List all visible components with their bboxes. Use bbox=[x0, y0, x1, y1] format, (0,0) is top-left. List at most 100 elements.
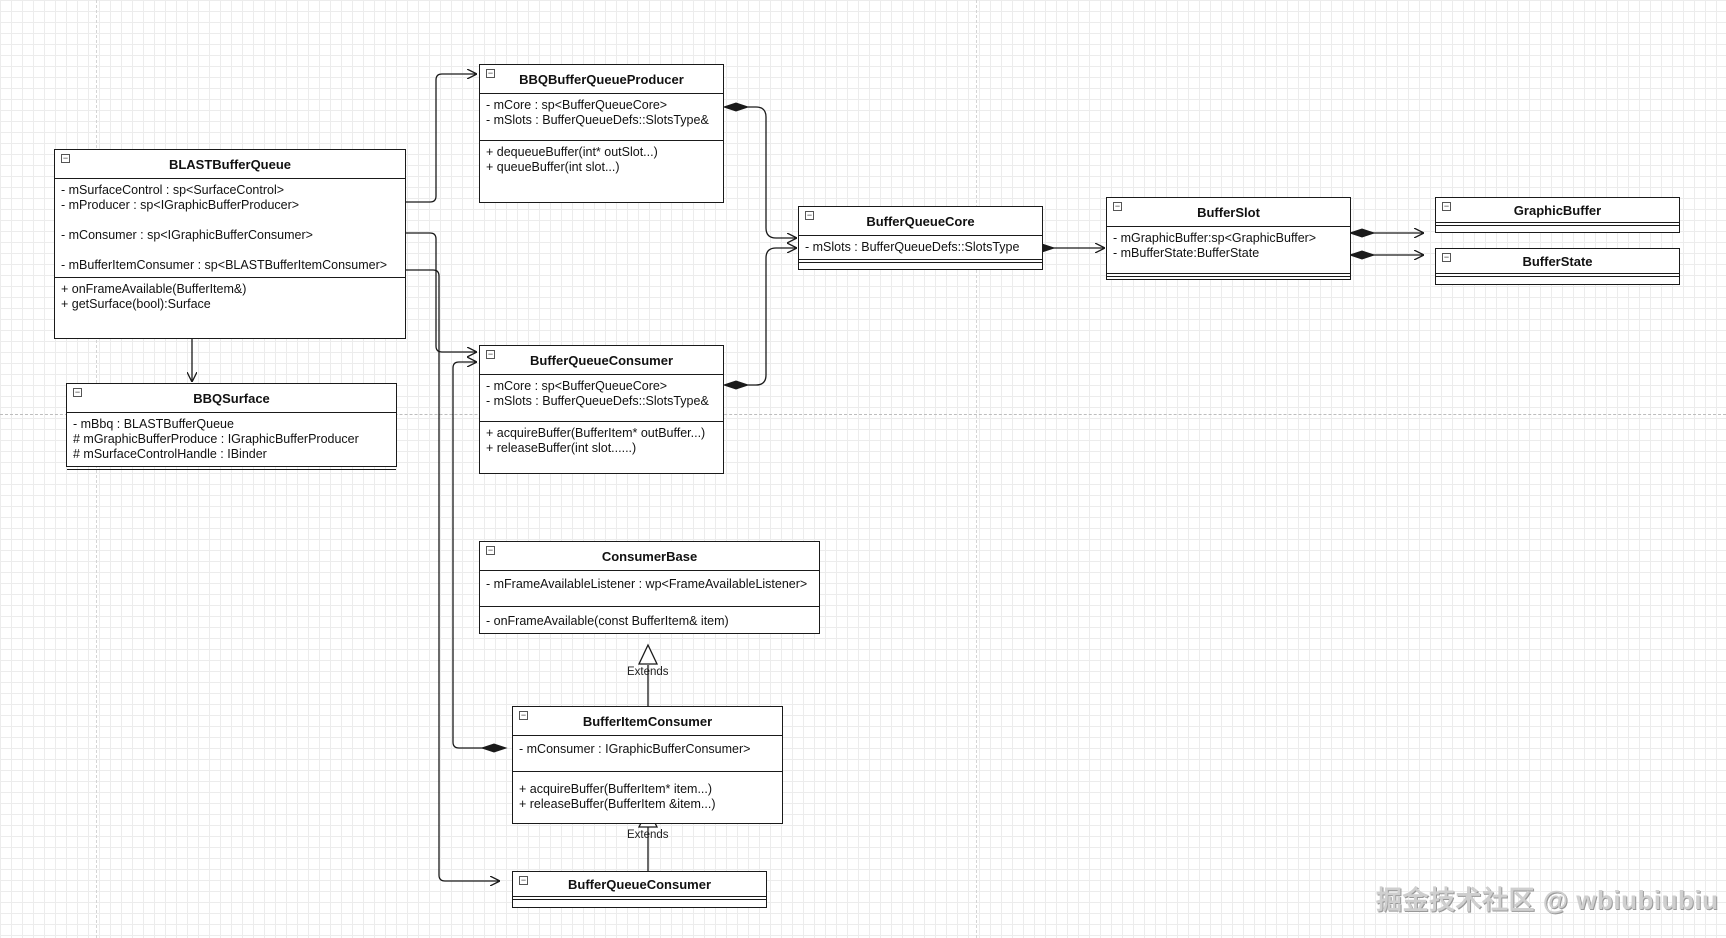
class-header: − BufferItemConsumer bbox=[513, 707, 782, 736]
class-bufferqueueconsumer[interactable]: − BufferQueueConsumer - mCore : sp<Buffe… bbox=[479, 345, 724, 474]
operation-row: + acquireBuffer(BufferItem* item...) bbox=[519, 782, 713, 796]
composition-diamond bbox=[480, 743, 508, 753]
collapse-icon[interactable]: − bbox=[1442, 201, 1451, 211]
attribute-row: - mConsumer : IGraphicBufferConsumer> bbox=[519, 742, 751, 756]
class-title: BBQSurface bbox=[193, 390, 270, 406]
attributes-section: - mGraphicBuffer:sp<GraphicBuffer> - mBu… bbox=[1107, 227, 1350, 277]
class-header: − BBQSurface bbox=[67, 384, 396, 413]
class-blastbufferqueue[interactable]: − BLASTBufferQueue - mSurfaceControl : s… bbox=[54, 149, 406, 339]
class-title: ConsumerBase bbox=[601, 548, 698, 564]
page-break-guide bbox=[976, 0, 977, 938]
attributes-section: - mConsumer : IGraphicBufferConsumer> bbox=[513, 736, 782, 772]
class-title: BufferItemConsumer bbox=[582, 713, 713, 729]
class-title: BBQBufferQueueProducer bbox=[519, 71, 684, 87]
class-title: BLASTBufferQueue bbox=[168, 156, 292, 172]
class-bufferqueuecore[interactable]: − BufferQueueCore - mSlots : BufferQueue… bbox=[798, 206, 1043, 270]
operation-row: + onFrameAvailable(BufferItem&) bbox=[61, 282, 247, 296]
composition-connector bbox=[748, 248, 797, 386]
operation-row: + releaseBuffer(int slot......) bbox=[486, 441, 637, 455]
attribute-row: - mBbq : BLASTBufferQueue bbox=[73, 417, 234, 431]
operation-row: + dequeueBuffer(int* outSlot...) bbox=[486, 145, 658, 159]
attribute-row: - mSlots : BufferQueueDefs::SlotsType& bbox=[486, 113, 709, 127]
operation-row: - onFrameAvailable(const BufferItem& ite… bbox=[486, 614, 729, 628]
class-bufferslot[interactable]: − BufferSlot - mGraphicBuffer:sp<Graphic… bbox=[1106, 197, 1351, 280]
collapse-icon[interactable]: − bbox=[486, 68, 495, 78]
operations-section: - onFrameAvailable(const BufferItem& ite… bbox=[480, 607, 819, 633]
collapse-icon[interactable]: − bbox=[486, 349, 495, 359]
composition-diamond bbox=[1348, 250, 1376, 260]
collapse-icon[interactable]: − bbox=[519, 875, 528, 885]
class-header: − GraphicBuffer bbox=[1436, 198, 1679, 226]
class-bufferitemconsumer[interactable]: − BufferItemConsumer - mConsumer : IGrap… bbox=[512, 706, 783, 824]
operations-section: + onFrameAvailable(BufferItem&) + getSur… bbox=[55, 278, 405, 316]
attributes-section: - mFrameAvailableListener : wp<FrameAvai… bbox=[480, 571, 819, 607]
class-header: − BufferQueueCore bbox=[799, 207, 1042, 236]
collapse-icon[interactable]: − bbox=[73, 387, 82, 397]
class-header: − BLASTBufferQueue bbox=[55, 150, 405, 179]
collapse-icon[interactable]: − bbox=[1113, 201, 1122, 211]
composition-diamond bbox=[722, 380, 750, 390]
watermark: 掘金技术社区 @ wbiubiubiu bbox=[1376, 885, 1719, 915]
class-header: − ConsumerBase bbox=[480, 542, 819, 571]
attribute-row: # mSurfaceControlHandle : IBinder bbox=[73, 447, 267, 461]
composition-diamond bbox=[722, 102, 750, 112]
attribute-row: - mProducer : sp<IGraphicBufferProducer> bbox=[61, 198, 300, 212]
attributes-section: - mCore : sp<BufferQueueCore> - mSlots :… bbox=[480, 375, 723, 422]
composition-diamond bbox=[1348, 228, 1376, 238]
operation-row: + acquireBuffer(BufferItem* outBuffer...… bbox=[486, 426, 706, 440]
collapse-icon[interactable]: − bbox=[519, 710, 528, 720]
class-graphicbuffer[interactable]: − GraphicBuffer bbox=[1435, 197, 1680, 233]
operation-row: + releaseBuffer(BufferItem &item...) bbox=[519, 797, 716, 811]
attribute-row: - mSurfaceControl : sp<SurfaceControl> bbox=[61, 183, 285, 197]
extends-label: Extends bbox=[627, 666, 669, 678]
class-bufferqueueconsumer-subclass[interactable]: − BufferQueueConsumer bbox=[512, 871, 767, 908]
attribute-row: - mSlots : BufferQueueDefs::SlotsType& bbox=[486, 394, 709, 408]
composition-connector bbox=[398, 74, 477, 203]
class-bbqbufferqueueproducer[interactable]: − BBQBufferQueueProducer - mCore : sp<Bu… bbox=[479, 64, 724, 203]
collapse-icon[interactable]: − bbox=[486, 545, 495, 555]
attributes-section: - mBbq : BLASTBufferQueue # mGraphicBuff… bbox=[67, 413, 396, 470]
class-header: − BBQBufferQueueProducer bbox=[480, 65, 723, 94]
operation-row: + getSurface(bool):Surface bbox=[61, 297, 211, 311]
class-title: BufferQueueConsumer bbox=[567, 876, 712, 892]
class-title: BufferQueueConsumer bbox=[529, 352, 674, 368]
attribute-row: - mBufferState:BufferState bbox=[1113, 246, 1260, 260]
composition-connector bbox=[398, 232, 477, 352]
attribute-row: - mGraphicBuffer:sp<GraphicBuffer> bbox=[1113, 231, 1317, 245]
collapse-icon[interactable]: − bbox=[61, 153, 70, 163]
class-header: − BufferQueueConsumer bbox=[480, 346, 723, 375]
operations-section: + acquireBuffer(BufferItem* outBuffer...… bbox=[480, 422, 723, 460]
attributes-section: - mCore : sp<BufferQueueCore> - mSlots :… bbox=[480, 94, 723, 141]
extends-label: Extends bbox=[627, 829, 669, 841]
collapse-icon[interactable]: − bbox=[1442, 252, 1451, 262]
class-header: − BufferSlot bbox=[1107, 198, 1350, 227]
attributes-section: - mSlots : BufferQueueDefs::SlotsType bbox=[799, 236, 1042, 263]
collapse-icon[interactable]: − bbox=[805, 210, 814, 220]
operations-section: + acquireBuffer(BufferItem* item...) + r… bbox=[513, 772, 782, 816]
attribute-row: - mFrameAvailableListener : wp<FrameAvai… bbox=[486, 577, 808, 591]
operation-row: + queueBuffer(int slot...) bbox=[486, 160, 620, 174]
composition-connector bbox=[452, 362, 494, 749]
attribute-row: - mConsumer : sp<IGraphicBufferConsumer> bbox=[61, 228, 313, 242]
class-consumerbase[interactable]: − ConsumerBase - mFrameAvailableListener… bbox=[479, 541, 820, 634]
class-title: GraphicBuffer bbox=[1513, 202, 1602, 218]
attributes-section: - mSurfaceControl : sp<SurfaceControl> -… bbox=[55, 179, 405, 278]
operations-section: + dequeueBuffer(int* outSlot...) + queue… bbox=[480, 141, 723, 179]
class-header: − BufferQueueConsumer bbox=[513, 872, 766, 900]
attribute-row: # mGraphicBufferProduce : IGraphicBuffer… bbox=[73, 432, 359, 446]
class-title: BufferSlot bbox=[1197, 204, 1260, 220]
class-title: BufferQueueCore bbox=[866, 213, 975, 229]
attribute-row: - mCore : sp<BufferQueueCore> bbox=[486, 379, 668, 393]
attribute-row: - mCore : sp<BufferQueueCore> bbox=[486, 98, 668, 112]
class-bbqsurface[interactable]: − BBQSurface - mBbq : BLASTBufferQueue #… bbox=[66, 383, 397, 470]
composition-connector bbox=[748, 106, 797, 238]
generalization-triangle bbox=[637, 643, 659, 665]
class-title: BufferState bbox=[1522, 253, 1593, 269]
page-break-guide bbox=[0, 414, 1726, 415]
attribute-row: - mSlots : BufferQueueDefs::SlotsType bbox=[805, 240, 1020, 254]
class-bufferstate[interactable]: − BufferState bbox=[1435, 248, 1680, 285]
attribute-row: - mBufferItemConsumer : sp<BLASTBufferIt… bbox=[61, 258, 388, 272]
class-header: − BufferState bbox=[1436, 249, 1679, 277]
composition-connector bbox=[398, 269, 500, 881]
